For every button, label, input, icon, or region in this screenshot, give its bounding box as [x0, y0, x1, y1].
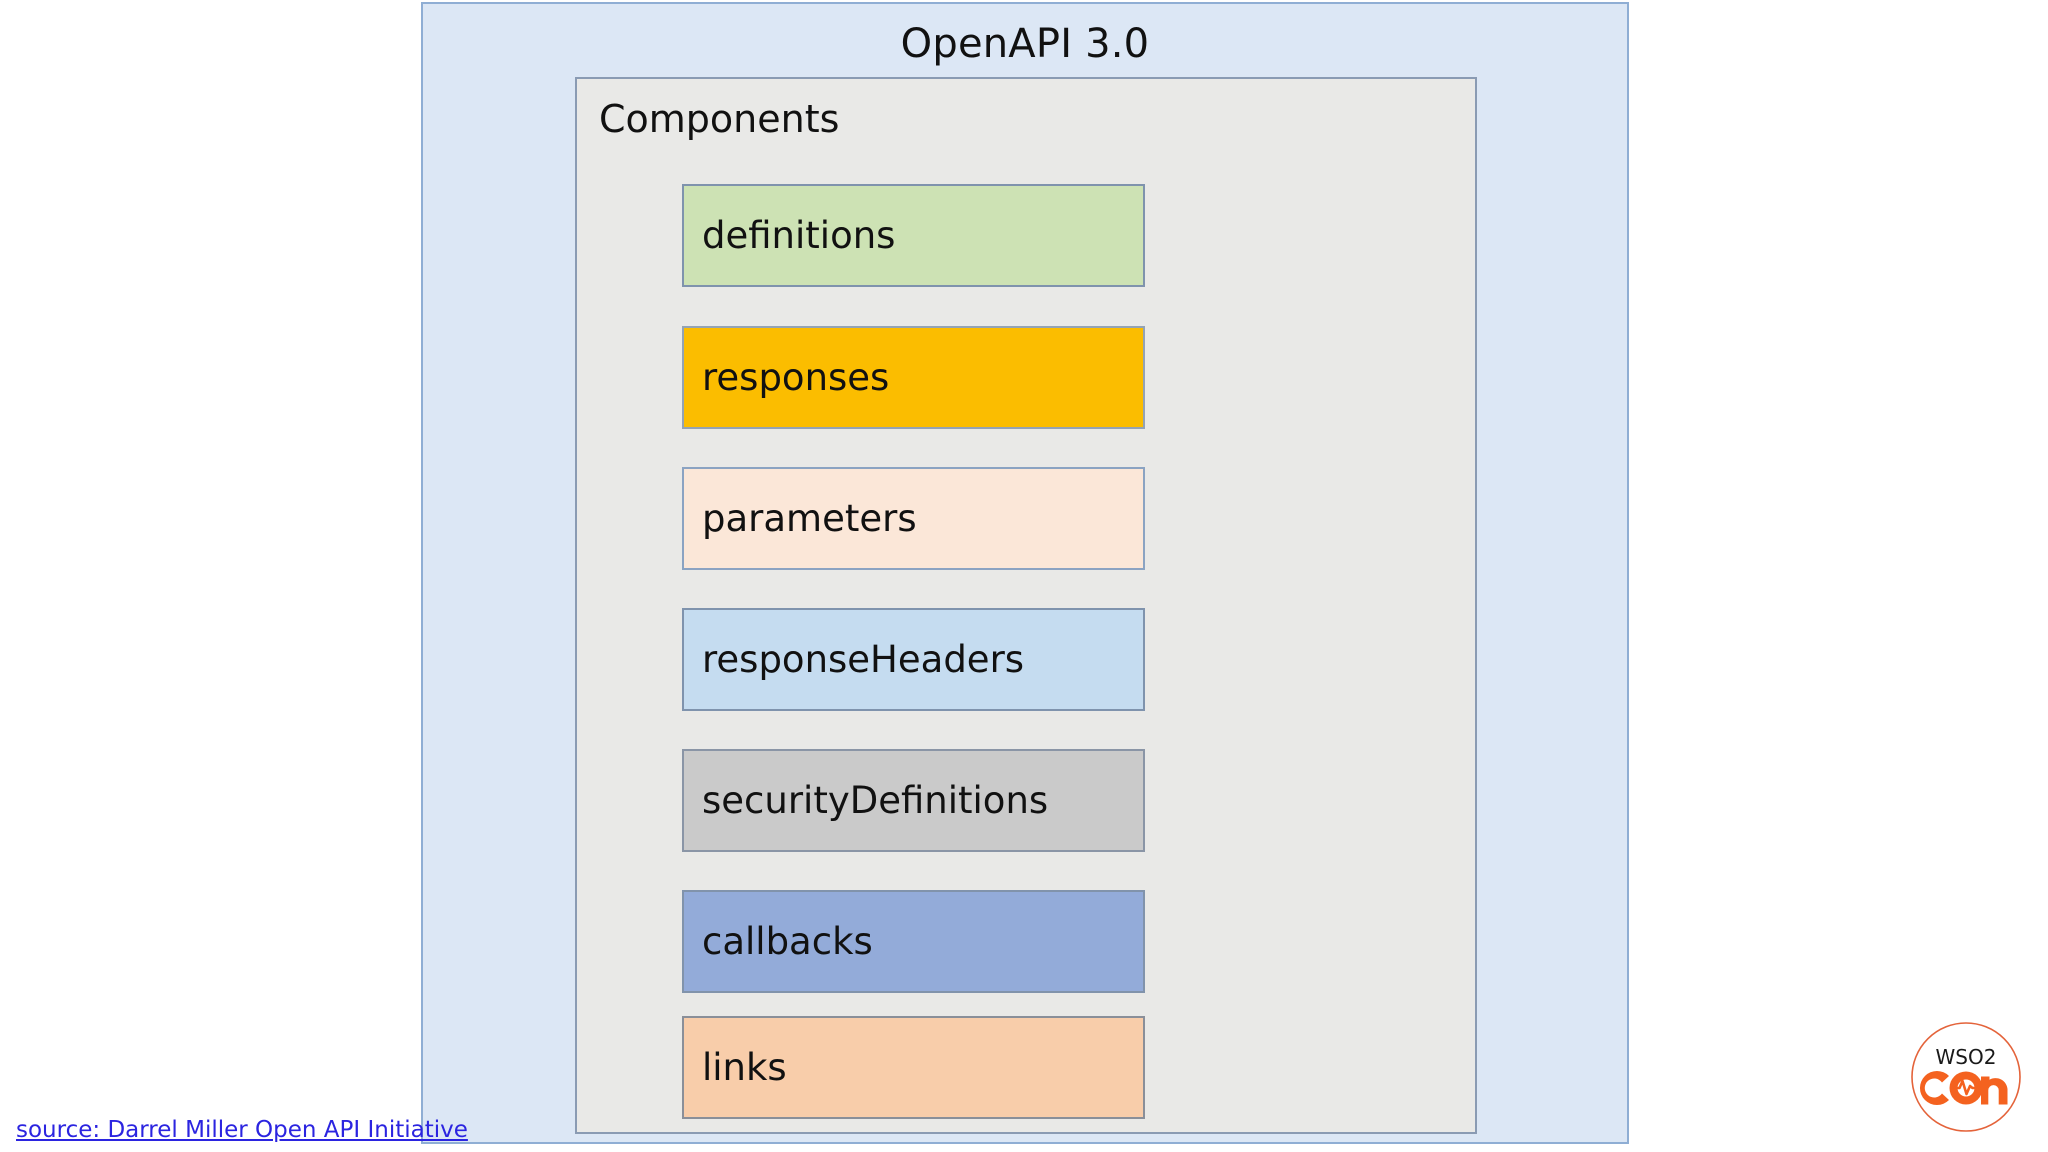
logo-letter-n [1981, 1076, 2008, 1105]
components-panel: Components definitions responses paramet… [575, 77, 1477, 1134]
component-box-label: securityDefinitions [702, 779, 1049, 822]
component-box-list: definitions responses parameters respons… [682, 184, 1145, 1119]
component-box-responses[interactable]: responses [682, 326, 1145, 429]
openapi-panel: OpenAPI 3.0 Components definitions respo… [421, 2, 1629, 1144]
logo-letter-c [1919, 1071, 1949, 1105]
component-box-definitions[interactable]: definitions [682, 184, 1145, 287]
component-box-label: definitions [702, 214, 896, 257]
components-title: Components [599, 97, 840, 141]
component-box-securitydefinitions[interactable]: securityDefinitions [682, 749, 1145, 852]
component-box-label: responses [702, 356, 890, 399]
component-box-label: parameters [702, 497, 917, 540]
component-box-responseheaders[interactable]: responseHeaders [682, 608, 1145, 711]
component-box-label: links [702, 1046, 787, 1089]
wso2con-logo-svg: WSO2 [1911, 1022, 2021, 1132]
openapi-title: OpenAPI 3.0 [900, 21, 1150, 67]
component-box-label: responseHeaders [702, 638, 1025, 681]
wso2con-logo: WSO2 [1909, 1020, 2023, 1134]
component-box-parameters[interactable]: parameters [682, 467, 1145, 570]
source-link[interactable]: source: Darrel Miller Open API Initiativ… [16, 1117, 468, 1143]
logo-pulse-icon [1953, 1079, 1979, 1096]
logo-wso2-text: WSO2 [1936, 1045, 1997, 1069]
component-box-callbacks[interactable]: callbacks [682, 890, 1145, 993]
component-box-label: callbacks [702, 920, 873, 963]
component-box-links[interactable]: links [682, 1016, 1145, 1119]
